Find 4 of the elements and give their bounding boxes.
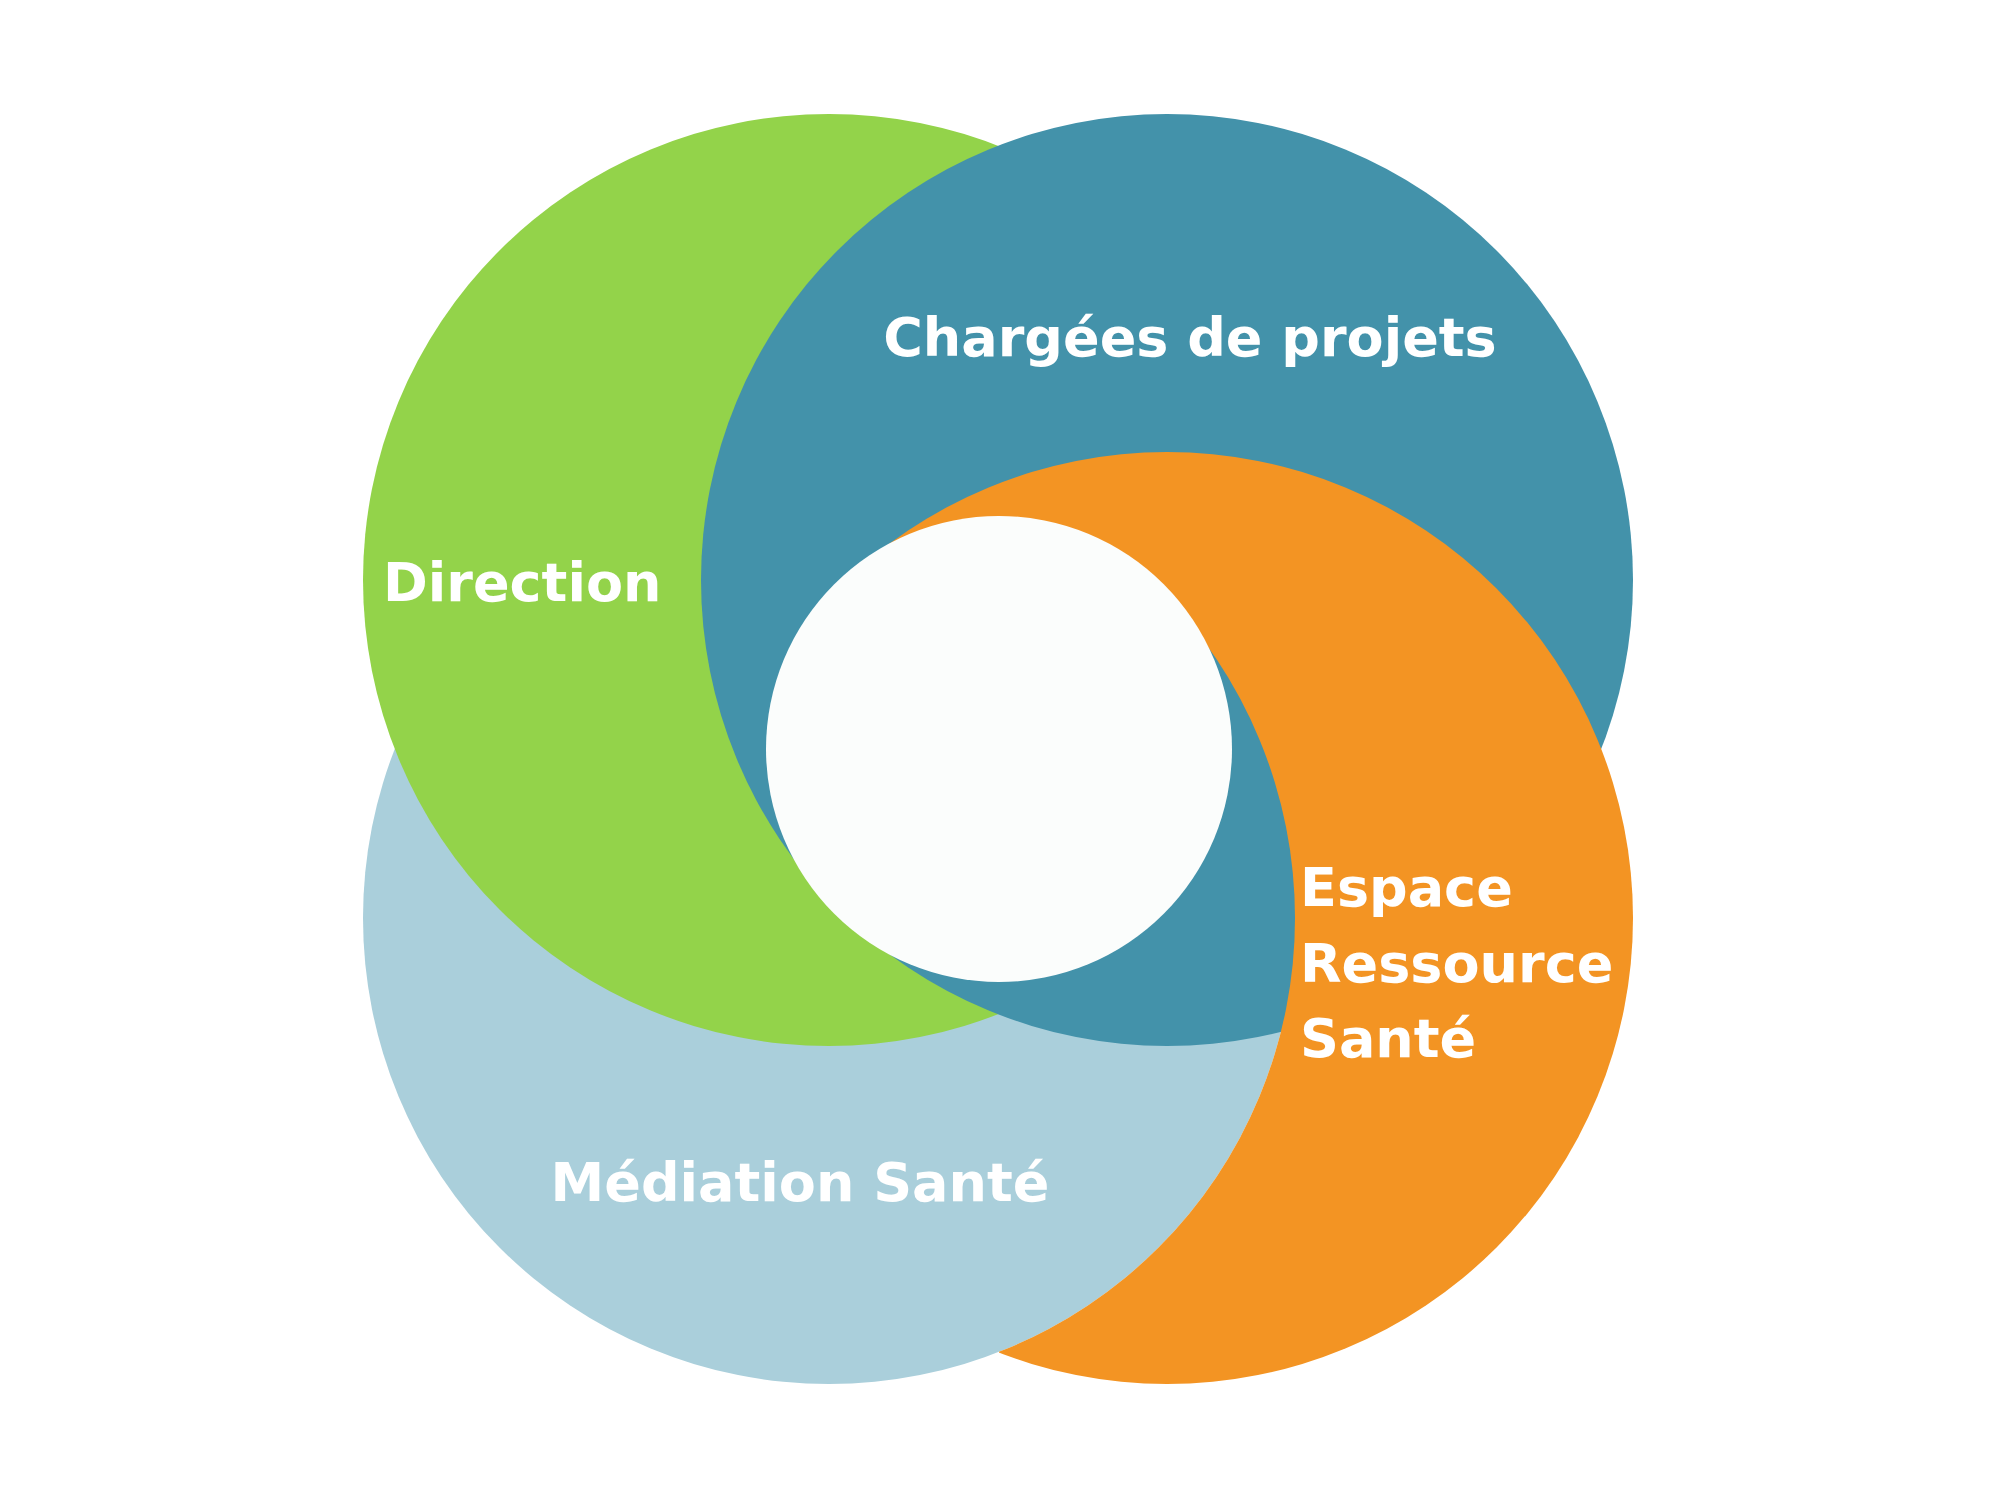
segment-label: Médiation Santé (549, 1150, 1051, 1216)
segment-label: Chargées de projets (882, 305, 1498, 371)
segment-label: Espace Ressource Santé (1300, 855, 1615, 1073)
segment-label: Direction (383, 550, 663, 616)
